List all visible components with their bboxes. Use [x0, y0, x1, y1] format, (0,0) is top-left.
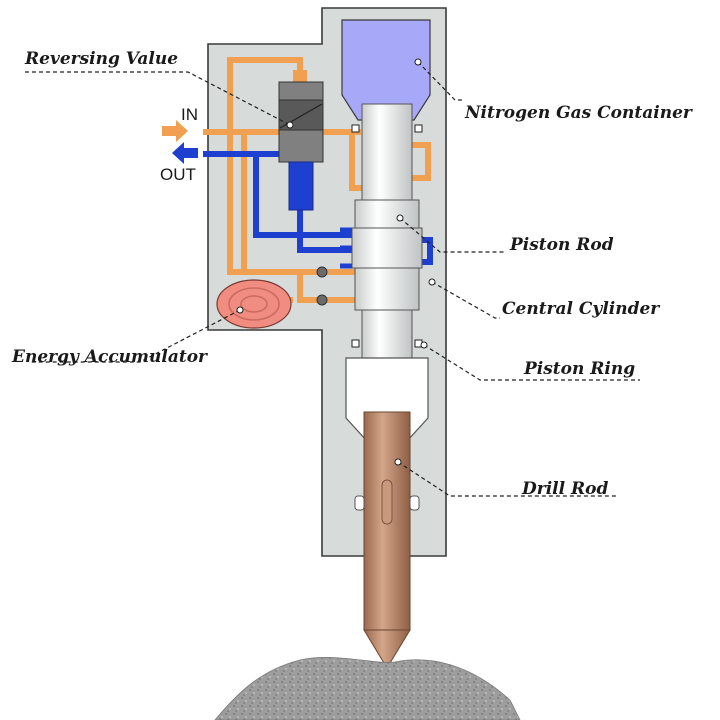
- out-label: OUT: [160, 165, 196, 184]
- leader-lines: [25, 61, 640, 497]
- leader-dot: [286, 121, 294, 129]
- leader-dot: [396, 214, 404, 222]
- label-central-cylinder: Central Cylinder: [502, 299, 660, 319]
- label-nitrogen-gas-container: Nitrogen Gas Container: [464, 103, 693, 123]
- label-energy-accumulator: Energy Accumulator: [11, 347, 208, 367]
- check-ball: [316, 266, 328, 278]
- leader-dot: [394, 458, 402, 466]
- in-label: IN: [181, 105, 198, 124]
- leader-dot: [414, 58, 422, 66]
- reversing-valve: [278, 70, 324, 211]
- label-piston-rod: Piston Rod: [509, 235, 614, 255]
- leader-dot: [236, 306, 244, 314]
- leader-dot: [420, 341, 428, 349]
- leader-dot: [428, 278, 436, 286]
- arrow-right-icon: [162, 120, 188, 142]
- piston-seals: [351, 124, 423, 348]
- label-reversing-valve: Reversing Value: [24, 49, 178, 69]
- check-ball: [316, 294, 328, 306]
- drill-rod: [354, 411, 420, 669]
- rock: [214, 657, 521, 720]
- label-drill-rod: Drill Rod: [521, 479, 608, 499]
- label-piston-ring: Piston Ring: [523, 359, 635, 379]
- energy-accumulator: [216, 279, 292, 329]
- nitrogen-gas-container: [341, 19, 431, 121]
- arrow-left-icon: [172, 142, 198, 164]
